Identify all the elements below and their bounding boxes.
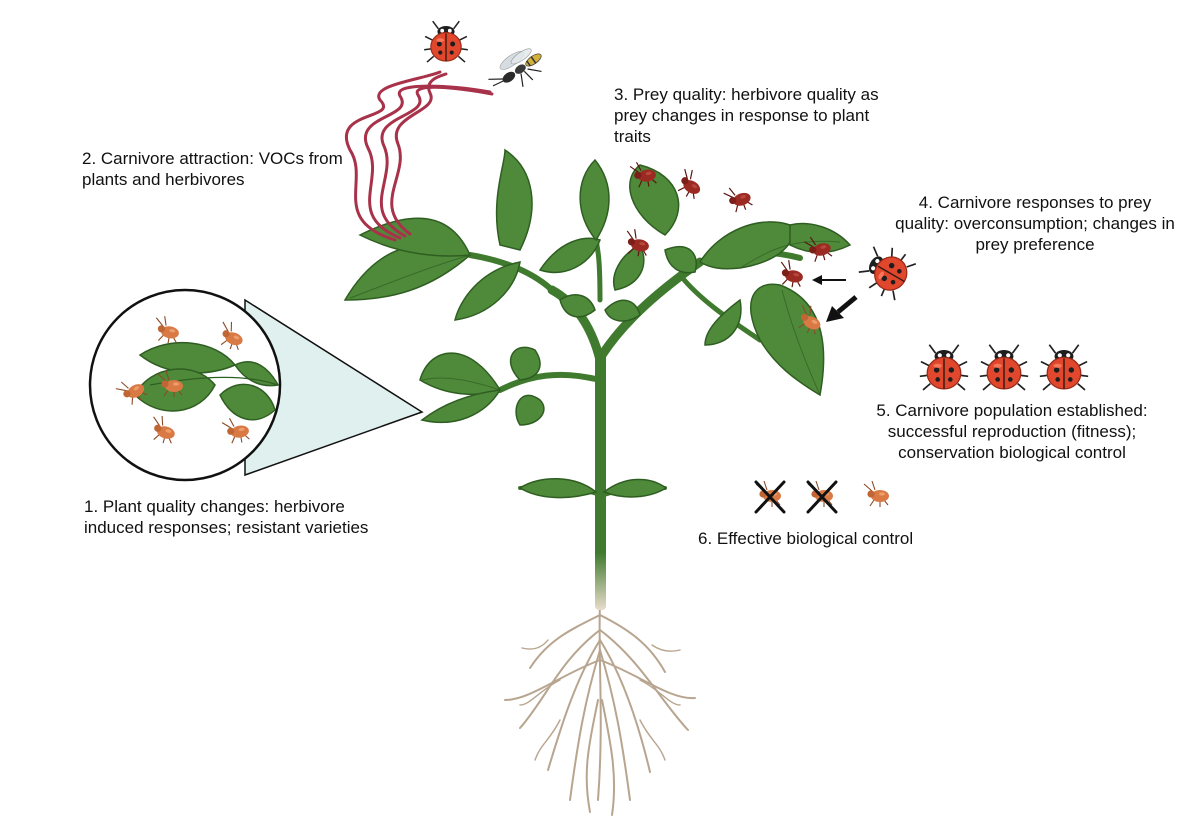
ladybug-icon — [423, 20, 469, 63]
aphid-icon — [776, 258, 807, 290]
voc-plume — [345, 70, 494, 242]
ladybug-icon — [919, 343, 969, 391]
aphid-icon — [672, 165, 708, 202]
root-system — [504, 599, 696, 816]
x-mark-icon — [754, 480, 786, 514]
ladybug-icon — [1039, 343, 1089, 391]
label-carnivore-population: 5. Carnivore population established: suc… — [876, 401, 1148, 462]
label-biological-control: 6. Effective biological control — [698, 529, 914, 548]
aphid-icon — [863, 480, 890, 508]
aphid-icon — [722, 181, 755, 216]
parasitoid-wasp-icon — [488, 48, 542, 87]
label-plant-quality: 1. Plant quality changes: herbivore indu… — [84, 497, 369, 537]
zoom-inset — [88, 288, 424, 482]
label-prey-quality: 3. Prey quality: herbivore quality as pr… — [614, 85, 879, 146]
x-mark-icon — [806, 480, 838, 514]
arrow-icon — [826, 295, 858, 322]
arrow-icon — [812, 275, 846, 285]
label-carnivore-attraction: 2. Carnivore attraction: VOCs from plant… — [82, 149, 343, 189]
ladybug-icon — [979, 343, 1029, 391]
controlled-aphids — [754, 480, 890, 514]
plant-stem — [467, 237, 803, 610]
label-carnivore-responses: 4. Carnivore responses to prey quality: … — [895, 193, 1175, 254]
